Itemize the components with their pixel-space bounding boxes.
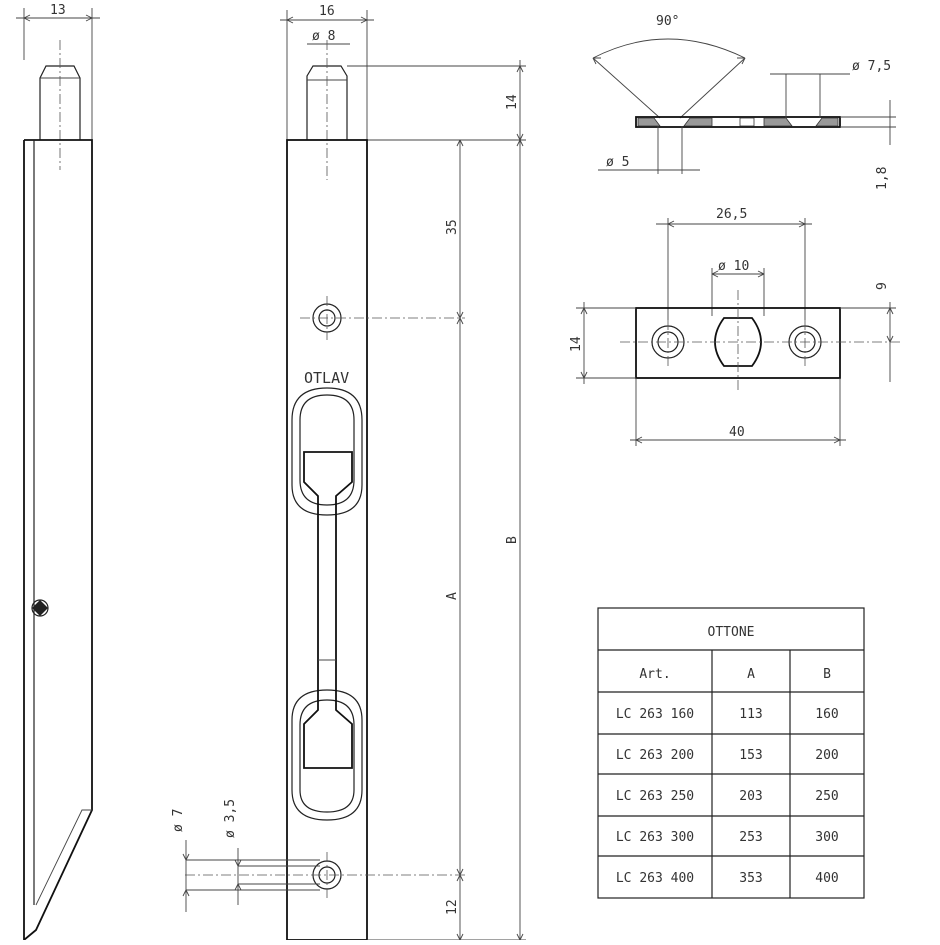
side-view: 13 — [16, 3, 100, 941]
keeper-thickness: 1,8 — [875, 167, 890, 190]
keeper-hole-spacing: 26,5 — [716, 207, 747, 222]
table-cell: LC 263 160 — [616, 707, 694, 722]
keeper-plan-view: 26,5 ø 10 14 9 40 — [569, 207, 900, 446]
keeper-hole-diameter: ø 5 — [606, 155, 629, 170]
table-cell: LC 263 300 — [616, 830, 694, 845]
dim-hole-spacing: A — [445, 592, 460, 600]
table-cell: LC 263 250 — [616, 789, 694, 804]
keeper-slot-diameter: ø 10 — [718, 259, 749, 274]
table-cell: 253 — [739, 830, 762, 845]
dim-pin-height: 14 — [505, 94, 520, 110]
table-cell: 300 — [815, 830, 838, 845]
dim-bottom-offset: 12 — [445, 899, 460, 915]
keeper-height: 14 — [569, 336, 584, 352]
dim-side-width: 13 — [50, 3, 66, 18]
table-cell: 160 — [815, 707, 838, 722]
dim-top-spacing: 35 — [445, 219, 460, 235]
dim-screw-inner: ø 3,5 — [223, 799, 238, 838]
keeper-center-offset: 9 — [875, 282, 890, 290]
keeper-length: 40 — [729, 425, 745, 440]
table-cell: 203 — [739, 789, 762, 804]
dim-screw-outer: ø 7 — [171, 809, 186, 832]
table-header-a: A — [747, 667, 755, 682]
keeper-section-view: 90° ø 7,5 ø 5 1,8 — [592, 14, 896, 190]
brand-mark: OTLAV — [304, 369, 349, 387]
dim-total-length: B — [505, 536, 520, 544]
table-title: OTTONE — [708, 625, 755, 640]
table-cell: 400 — [815, 871, 838, 886]
table-cell: 353 — [739, 871, 762, 886]
keeper-countersink-diameter: ø 7,5 — [852, 59, 891, 74]
dimensions-table: OTTONE Art. A B LC 263 160 113 160 LC 26… — [597, 607, 865, 899]
table-cell: 250 — [815, 789, 838, 804]
table-cell: LC 263 200 — [616, 748, 694, 763]
table-cell: 113 — [739, 707, 762, 722]
table-header-b: B — [823, 667, 831, 682]
table-cell: 153 — [739, 748, 762, 763]
table-cell: 200 — [815, 748, 838, 763]
table-header-art: Art. — [639, 667, 670, 682]
keeper-angle: 90° — [656, 14, 679, 29]
dim-pin-diameter: ø 8 — [312, 29, 335, 44]
front-view: 16 ø 8 14 OTLAV — [171, 4, 526, 941]
dim-front-width: 16 — [319, 4, 335, 19]
table-cell: LC 263 400 — [616, 871, 694, 886]
